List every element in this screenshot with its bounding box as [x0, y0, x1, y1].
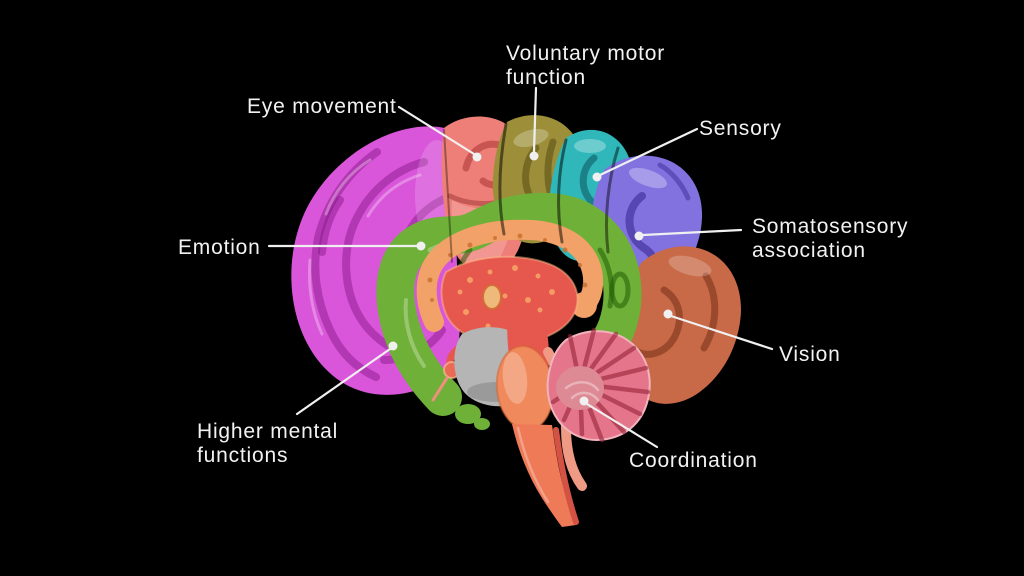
cingulate-blob-2: [474, 418, 490, 430]
cerebellum-arbor-vitae: [556, 366, 604, 410]
leader-eye-movement: [397, 105, 476, 156]
motor-highlight: [513, 128, 549, 148]
leader-somatosensory: [641, 228, 743, 237]
dot-higher-mental: [388, 341, 398, 351]
pituitary-stalk: [431, 376, 449, 402]
interthalamic-adhesion: [482, 284, 502, 310]
dot-coordination: [579, 396, 589, 406]
central-structures: [416, 219, 604, 527]
label-vision: Vision: [779, 343, 841, 366]
cingulate-band: [376, 192, 642, 416]
label-coordination: Coordination: [629, 449, 758, 472]
label-higher-mental-functions: Higher mental functions: [197, 420, 339, 467]
cingulate-blob-1: [455, 404, 481, 424]
cerebellum-inner-branches: [564, 381, 600, 402]
occipital-highlight: [668, 255, 712, 277]
cord-light-edge: [516, 426, 550, 504]
medulla-cord: [512, 424, 576, 527]
pons-highlight: [502, 352, 528, 404]
leader-sensory: [598, 127, 699, 177]
dot-sensory: [592, 172, 602, 182]
leader-coordination: [585, 402, 659, 449]
somatosensory-highlight: [629, 167, 667, 189]
corpus-callosum-speckles: [427, 233, 588, 302]
leader-voluntary-motor: [532, 86, 538, 154]
leader-vision: [669, 314, 774, 351]
label-sensory: Sensory: [699, 117, 782, 140]
leader-lines: [267, 86, 774, 449]
region-coordination: [546, 327, 651, 443]
corpus-callosum: [416, 219, 604, 332]
sulci-creases: [443, 122, 620, 263]
dot-eye-movement: [472, 152, 482, 162]
label-emotion: Emotion: [178, 236, 261, 259]
label-eye-movement: Eye movement: [247, 95, 397, 118]
dot-somatosensory: [634, 231, 644, 241]
somatosensory-top-crease: [657, 162, 691, 201]
leader-higher-mental: [295, 347, 392, 416]
occipital-grooves: [634, 272, 719, 358]
dot-vision: [663, 309, 673, 319]
label-somatosensory-association: Somatosensory association: [752, 215, 909, 262]
label-voluntary-motor-function: Voluntary motor function: [506, 42, 666, 89]
region-vision: [616, 246, 741, 404]
frontal-highlights: [308, 158, 422, 336]
sensory-highlight: [574, 139, 606, 153]
dot-voluntary-motor: [529, 151, 539, 161]
occipital-shape: [616, 246, 741, 404]
dot-emotion: [416, 241, 426, 251]
cord-dark-strand: [553, 427, 579, 525]
